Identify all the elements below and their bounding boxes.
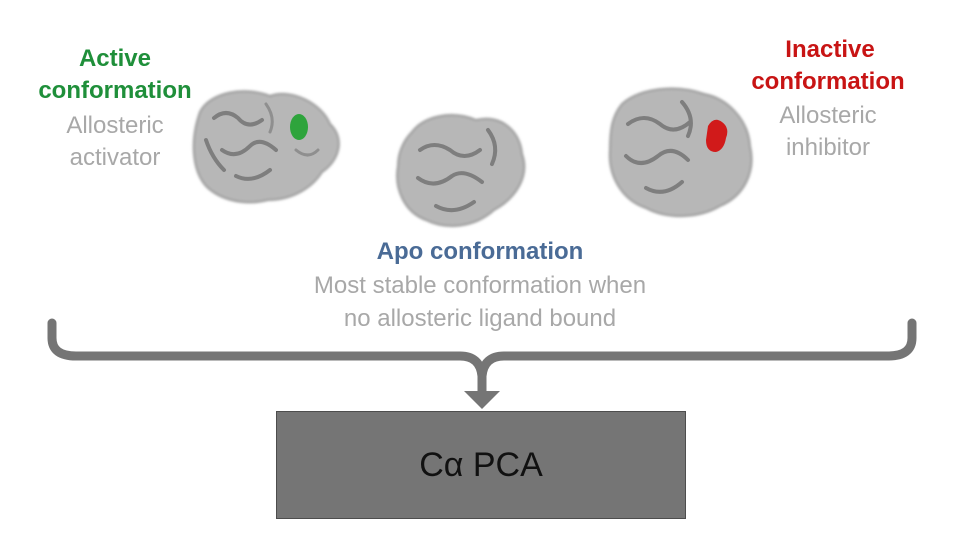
inactive-desc-line1: Allosteric (779, 102, 877, 129)
ca-pca-label: Cα PCA (419, 445, 543, 484)
inactive-title-line2: conformation (751, 68, 905, 95)
active-desc-line2: activator (69, 144, 161, 171)
active-title-line2: conformation (38, 77, 192, 104)
apo-protein-structure (396, 114, 526, 227)
active-title-line1: Active (78, 45, 152, 72)
active-protein-structure (192, 90, 340, 204)
ca-pca-box: Cα PCA (276, 411, 686, 519)
inactive-desc-line2: inhibitor (785, 134, 871, 161)
active-desc-line1: Allosteric (66, 112, 164, 139)
allosteric-activator-ligand (290, 114, 308, 140)
apo-desc-line1: Most stable conformation when (313, 272, 647, 299)
apo-title: Apo conformation (376, 238, 584, 265)
inactive-title-line1: Inactive (785, 36, 875, 63)
allosteric-inhibitor-ligand (706, 119, 728, 152)
apo-desc-line2: no allosteric ligand bound (343, 305, 617, 332)
down-arrow (464, 372, 500, 409)
bracket-brace (47, 318, 917, 381)
inactive-protein-structure (608, 87, 753, 218)
